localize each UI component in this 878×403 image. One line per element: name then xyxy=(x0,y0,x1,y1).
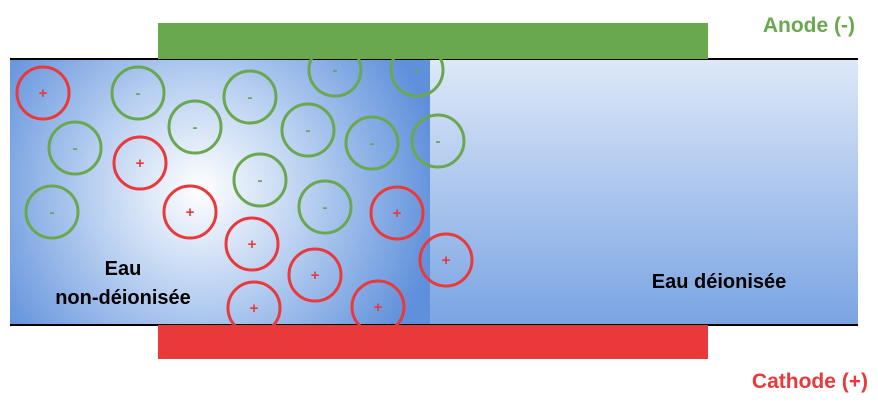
positive-ion-ring xyxy=(350,279,406,335)
positive-ion: + xyxy=(224,216,280,272)
positive-ion-sign: + xyxy=(186,204,195,221)
negative-ion-ring xyxy=(280,102,336,158)
positive-ion: + xyxy=(226,280,282,336)
negative-ion: - xyxy=(389,42,445,98)
negative-ion-sign: - xyxy=(73,140,78,157)
deionized-water-region xyxy=(430,59,858,325)
negative-ion: - xyxy=(222,69,278,125)
negative-ion-ring xyxy=(389,42,445,98)
positive-ion: + xyxy=(369,185,425,241)
positive-ion-sign: + xyxy=(374,299,383,316)
negative-ion-ring xyxy=(232,152,288,208)
positive-ion-sign: + xyxy=(393,205,402,222)
positive-ion-sign: + xyxy=(311,267,320,284)
positive-ion-sign: + xyxy=(248,236,257,253)
negative-ion: - xyxy=(110,65,166,121)
anode-label: Anode (-) xyxy=(763,14,855,37)
negative-ion-sign: - xyxy=(136,85,141,102)
negative-ion-ring xyxy=(47,120,103,176)
positive-ion-ring xyxy=(15,65,71,121)
positive-ion: + xyxy=(112,135,168,191)
negative-ion-ring xyxy=(24,184,80,240)
anode-electrode xyxy=(158,23,708,59)
negative-ion: - xyxy=(297,179,353,235)
negative-ion-ring xyxy=(410,113,466,169)
non-deionized-water-label-line1: Eau xyxy=(105,258,142,280)
negative-ion-ring xyxy=(297,179,353,235)
positive-ion-ring xyxy=(224,216,280,272)
non-deionized-water-label-line2: non-déionisée xyxy=(55,287,191,309)
negative-ion: - xyxy=(47,120,103,176)
positive-ion-ring xyxy=(418,232,474,288)
positive-ion-ring xyxy=(287,247,343,303)
negative-ion-sign: - xyxy=(370,135,375,152)
negative-ion: - xyxy=(344,115,400,171)
negative-ion-sign: - xyxy=(193,119,198,136)
negative-ion-sign: - xyxy=(436,133,441,150)
positive-ion-ring xyxy=(226,280,282,336)
negative-ion-sign: - xyxy=(50,204,55,221)
positive-ion-ring xyxy=(162,184,218,240)
cathode-electrode xyxy=(158,325,708,359)
negative-ion-sign: - xyxy=(306,122,311,139)
positive-ion: + xyxy=(287,247,343,303)
positive-ion: + xyxy=(162,184,218,240)
non-deionized-water-region xyxy=(10,59,430,325)
positive-ion-sign: + xyxy=(442,252,451,269)
positive-ion-sign: + xyxy=(136,155,145,172)
negative-ion: - xyxy=(167,99,223,155)
negative-ion-ring xyxy=(307,42,363,98)
negative-ion: - xyxy=(24,184,80,240)
positive-ion-sign: + xyxy=(250,300,259,317)
positive-ion-sign: + xyxy=(39,85,48,102)
negative-ion-ring xyxy=(344,115,400,171)
ions-layer: - - - - - - - - - - - - + + + + + + + + + xyxy=(15,42,474,336)
negative-ion-ring xyxy=(222,69,278,125)
positive-ion: + xyxy=(15,65,71,121)
negative-ion: - xyxy=(280,102,336,158)
deionized-water-label: Eau déionisée xyxy=(652,271,787,293)
negative-ion-ring xyxy=(110,65,166,121)
positive-ion-ring xyxy=(112,135,168,191)
negative-ion-sign: - xyxy=(333,62,338,79)
cathode-label: Cathode (+) xyxy=(752,370,868,393)
negative-ion-ring xyxy=(167,99,223,155)
positive-ion: + xyxy=(350,279,406,335)
positive-ion-ring xyxy=(369,185,425,241)
negative-ion: - xyxy=(410,113,466,169)
positive-ion: + xyxy=(418,232,474,288)
negative-ion-sign: - xyxy=(248,89,253,106)
negative-ion-sign: - xyxy=(323,199,328,216)
negative-ion-sign: - xyxy=(415,62,420,79)
negative-ion: - xyxy=(307,42,363,98)
negative-ion: - xyxy=(232,152,288,208)
negative-ion-sign: - xyxy=(258,172,263,189)
